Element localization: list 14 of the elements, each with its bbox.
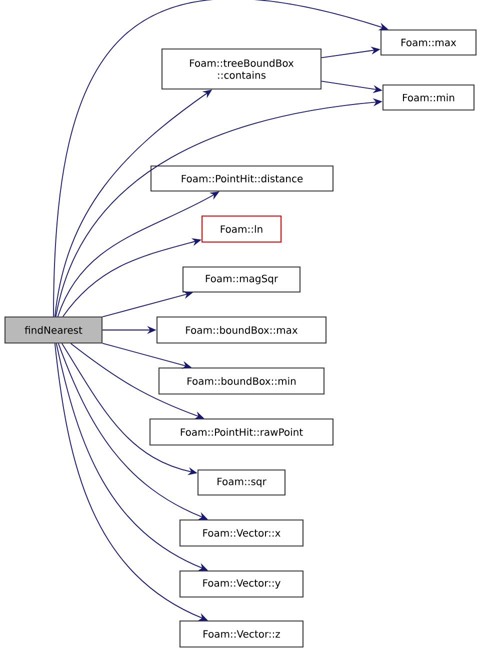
function-box: Foam::Vector::z [179, 620, 304, 648]
function-box: Foam::magSqr [182, 266, 301, 293]
function-box: findNearest [4, 316, 103, 344]
function-box: Foam::boundBox::max [156, 316, 327, 344]
function-box: Foam::max [380, 29, 477, 56]
function-box: Foam::ln [201, 215, 282, 243]
function-box: Foam::Vector::y [179, 570, 304, 598]
function-box: Foam::min [382, 84, 475, 111]
function-box: Foam::treeBoundBox ::contains [161, 48, 322, 90]
function-box: Foam::boundBox::min [158, 367, 325, 395]
function-box: Foam::Vector::x [179, 519, 304, 547]
function-box: Foam::PointHit::rawPoint [149, 418, 334, 446]
function-box: Foam::PointHit::distance [150, 165, 334, 192]
function-box: Foam::sqr [197, 469, 286, 496]
